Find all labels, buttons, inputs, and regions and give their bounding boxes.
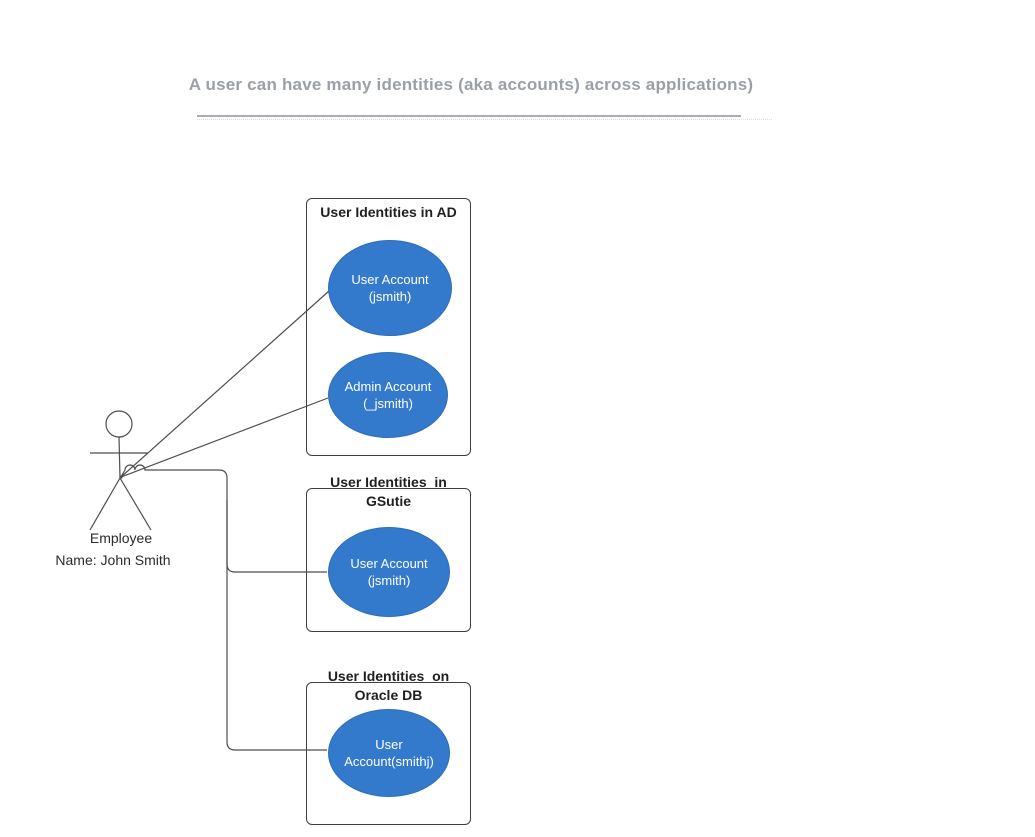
ellipse-gsuite-user-account[interactable]: User Account (jsmith): [328, 527, 450, 617]
actor-label: Employee: [89, 530, 153, 546]
container-title-oracle-line2: Oracle DB: [354, 687, 423, 703]
title-underline-dotted-guide: [197, 119, 772, 120]
ellipse-label-line1: Admin Account: [344, 379, 432, 394]
actor-name-label: Name: John Smith: [55, 552, 171, 568]
connector-actor-to-gsuite-account[interactable]: [120, 464, 327, 573]
connector-actor-to-oracle-account[interactable]: [226, 500, 327, 751]
ellipse-label-line1: User Account: [351, 272, 429, 287]
title-underline: [197, 115, 741, 117]
ellipse-ad-user-account[interactable]: User Account (jsmith): [328, 240, 452, 336]
ellipse-label-line2: (jsmith): [367, 573, 411, 588]
connector-actor-to-ad-admin-account[interactable]: [120, 397, 329, 478]
actor-body: [118, 436, 121, 479]
container-title-oracle-line1: User Identities on: [327, 668, 450, 684]
ellipse-label-line1: User: [375, 737, 403, 752]
actor-head: [105, 410, 133, 438]
ellipse-label-line2: Account(smithj): [344, 754, 434, 769]
actor-left-leg: [89, 477, 121, 531]
diagram-title: A user can have many identities (aka acc…: [188, 75, 754, 94]
container-title-ad: User Identities in AD: [320, 204, 457, 220]
connector-actor-to-ad-user-account[interactable]: [120, 290, 330, 478]
container-title-gsuite-line1: User Identities in: [330, 474, 447, 490]
ellipse-label-line2: (jsmith): [368, 289, 412, 304]
ellipse-ad-admin-account[interactable]: Admin Account (_jsmith): [328, 352, 448, 438]
actor-right-leg: [119, 477, 152, 531]
ellipse-label-line2: (_jsmith): [363, 396, 413, 411]
ellipse-oracle-user-account[interactable]: User Account(smithj): [328, 709, 450, 797]
actor-employee[interactable]: [89, 410, 152, 531]
ellipse-label-line1: User Account: [350, 556, 428, 571]
container-title-gsuite-line2: GSutie: [365, 493, 412, 509]
